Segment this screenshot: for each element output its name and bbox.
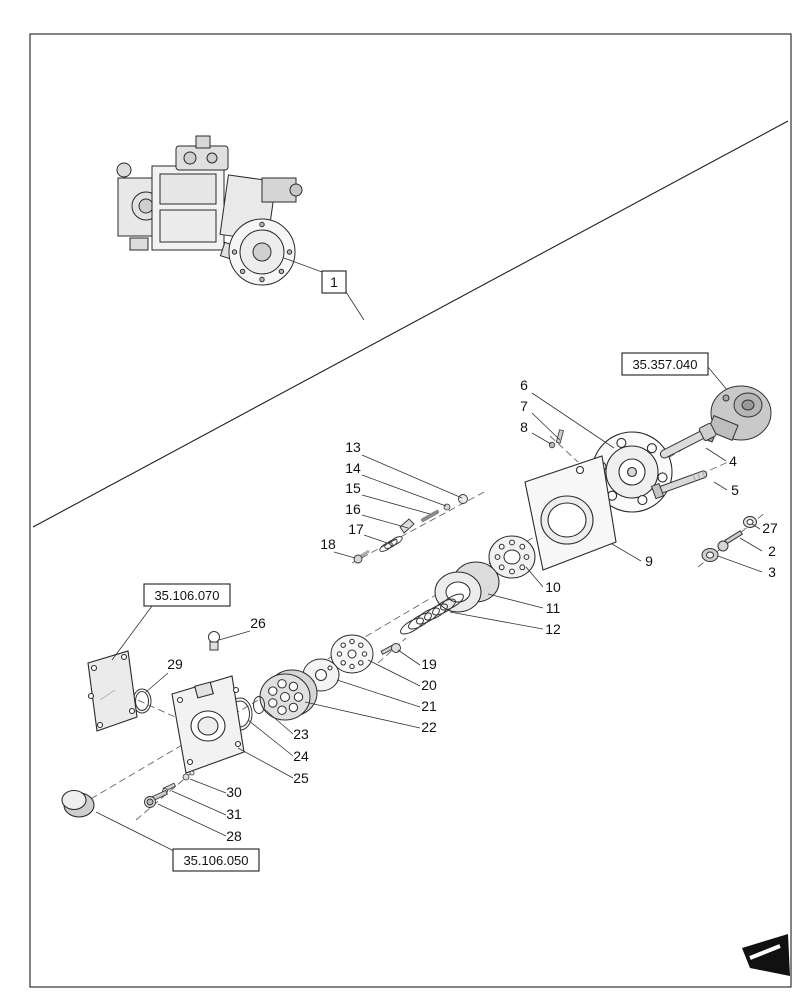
part-10-port-plate [488,535,536,579]
callout-23: 23 [293,726,309,742]
part-13-ball [458,494,468,504]
callout-24: 24 [293,748,309,764]
next-page-icon[interactable] [742,934,790,976]
callout-6: 6 [520,377,528,393]
part-20-plate [330,634,374,674]
callout-25: 25 [293,770,309,786]
part-19-bolt [380,643,401,655]
part-22-cylinder-block [259,669,318,721]
callout-13: 13 [345,439,361,455]
callout-12: 12 [545,621,561,637]
callout-29: 29 [167,656,183,672]
callout-5: 5 [731,482,739,498]
assembly-ref-label[interactable]: 1 [330,274,338,290]
main-assembly-thumbnail [116,135,303,286]
part-18-screw [353,549,370,564]
ref-box-cover-plate[interactable]: 35.106.070 [111,583,231,661]
ref-box-motor-label[interactable]: 35.357.040 [632,357,697,372]
part-4-coupling-shaft [659,422,717,459]
part-11-bushing [434,561,500,613]
callout-19: 19 [421,656,437,672]
callout-17: 17 [348,521,364,537]
part-9-housing [524,455,617,571]
end-cap [61,789,95,818]
part-17-spring [379,536,403,552]
callout-7: 7 [520,398,528,414]
callout-18: 18 [320,536,336,552]
ref-box-plug[interactable]: 35.106.050 [95,811,260,872]
callout-16: 16 [345,501,361,517]
part-7-pin [555,429,564,444]
callout-20: 20 [421,677,437,693]
callout-10: 10 [545,579,561,595]
callout-30: 30 [226,784,242,800]
callout-4: 4 [729,453,737,469]
assembly-ref-box[interactable] [321,270,347,294]
part-28-bolt [144,789,168,808]
part-30-pin [182,770,195,781]
part-14-seat [443,503,451,511]
cover-flange [591,431,673,513]
callout-15: 15 [345,480,361,496]
callout-2: 2 [768,543,776,559]
part-23-retaining-ring [253,696,265,714]
page-border [29,33,792,988]
part-26-fitting [208,631,220,651]
callout-27: 27 [762,520,778,536]
separator-line [32,120,789,528]
callout-22: 22 [421,719,437,735]
part-25-pump-body [171,675,245,774]
callout-14: 14 [345,460,361,476]
callout-9: 9 [645,553,653,569]
callout-11: 11 [546,600,561,616]
leader-lines [145,392,763,837]
callout-31: 31 [226,806,242,822]
callout-labels: 2 3 4 5 6 7 8 9 10 11 12 13 14 15 16 17 … [167,377,778,844]
callout-8: 8 [520,419,528,435]
ref-box-motor[interactable]: 35.357.040 [621,352,729,392]
ref-box-plug-label[interactable]: 35.106.050 [183,853,248,868]
ref-box-cover-plate-label[interactable]: 35.106.070 [154,588,219,603]
callout-28: 28 [226,828,242,844]
part-2-bolt [717,530,744,552]
callout-21: 21 [421,698,437,714]
motor-unit [700,385,772,443]
callout-3: 3 [768,564,776,580]
part-3-plug [701,548,719,562]
part-12-spring [400,593,464,635]
gasket-plate [87,650,138,732]
part-16-poppet [399,518,415,534]
callout-26: 26 [250,615,266,631]
assembly-ref-callout[interactable]: 1 [283,257,365,321]
part-15-pin [421,510,439,522]
part-5-bolt [650,470,708,500]
